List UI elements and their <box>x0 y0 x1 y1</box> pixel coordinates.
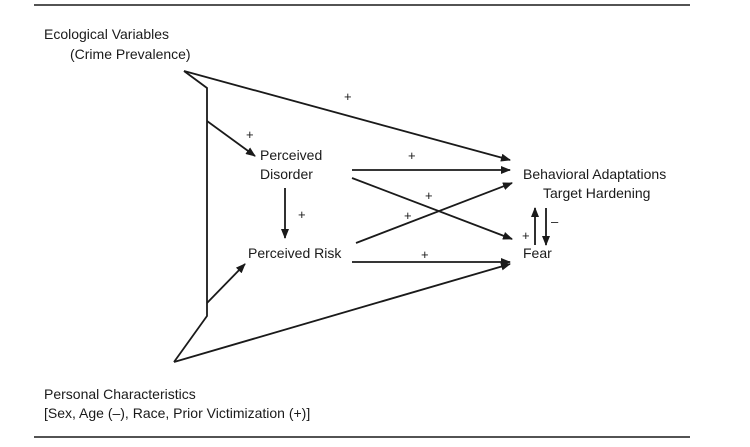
arrow-ecological-to-behavioral <box>183 70 511 162</box>
arrow-bracket-to-risk <box>206 263 246 304</box>
ecological-title: Ecological Variables <box>44 26 169 42</box>
sign-disorder-to-fear: + <box>425 188 433 203</box>
node-ecological-variables: Ecological Variables (Crime Prevalence) <box>44 26 191 62</box>
behavioral-line2: Target Hardening <box>543 185 650 201</box>
sign-fear-to-behavioral: + <box>522 228 530 243</box>
arrow-personal-to-fear <box>173 262 511 363</box>
arrow-disorder-to-fear <box>351 177 513 240</box>
disorder-line1: Perceived <box>260 147 322 163</box>
node-perceived-disorder: Perceived Disorder <box>260 147 322 182</box>
personal-subtitle: [Sex, Age (–), Race, Prior Victimization… <box>44 405 310 421</box>
sign-risk-to-behavioral: + <box>404 208 412 223</box>
connector-bracket <box>173 70 208 363</box>
arrow-bracket-to-disorder <box>206 120 256 157</box>
node-behavioral-adaptations: Behavioral Adaptations Target Hardening <box>523 166 666 201</box>
sign-bracket-to-disorder: + <box>246 127 254 142</box>
sign-disorder-to-risk: + <box>298 207 306 222</box>
sign-risk-to-fear: + <box>421 247 429 262</box>
personal-title: Personal Characteristics <box>44 386 196 402</box>
sign-behavioral-to-fear: – <box>551 214 559 229</box>
arrow-risk-to-behavioral <box>355 182 513 244</box>
node-fear: Fear <box>523 245 552 261</box>
behavioral-line1: Behavioral Adaptations <box>523 166 666 182</box>
node-personal-characteristics: Personal Characteristics [Sex, Age (–), … <box>44 386 310 421</box>
fear-label: Fear <box>523 245 552 261</box>
node-perceived-risk: Perceived Risk <box>248 245 342 261</box>
ecological-subtitle: (Crime Prevalence) <box>70 46 191 62</box>
disorder-line2: Disorder <box>260 166 313 182</box>
sign-disorder-to-behavioral: + <box>408 148 416 163</box>
risk-label: Perceived Risk <box>248 245 342 261</box>
sign-ecological-to-behavioral: + <box>344 89 352 104</box>
